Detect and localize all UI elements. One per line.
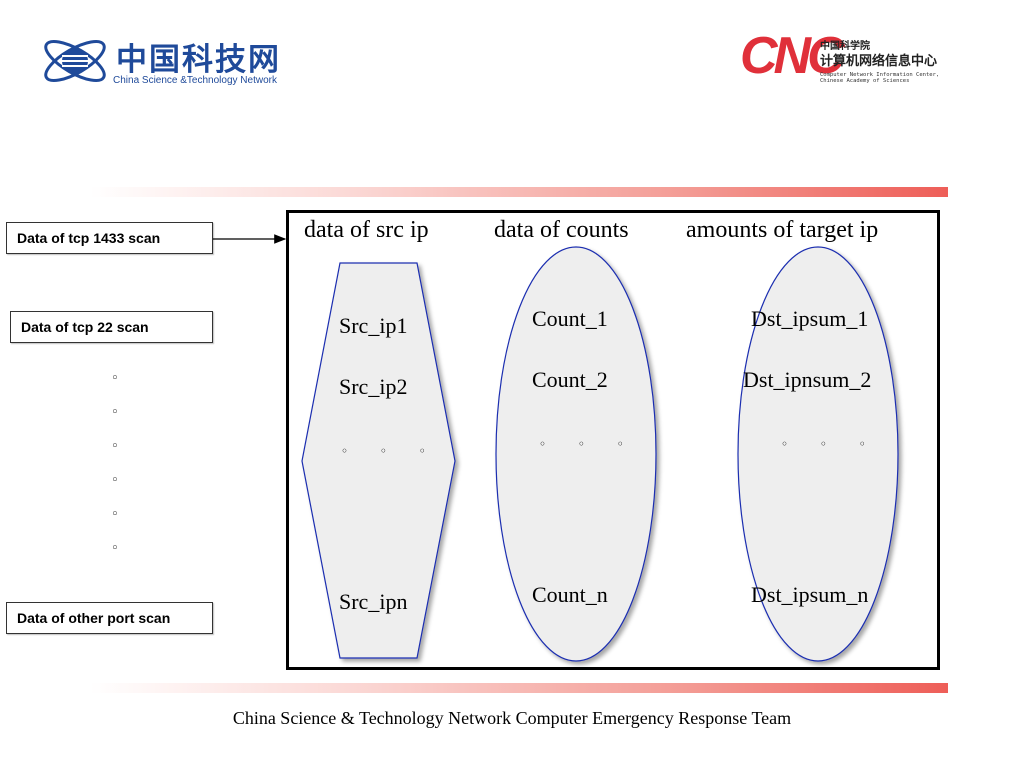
target-item: Dst_ipsum_1 [751, 306, 869, 331]
src-ip-last: Src_ipn [339, 589, 408, 614]
target-ellipsis: ◦ ◦ ◦ [781, 437, 880, 451]
other-port-label-text: Data of other port scan [17, 610, 171, 626]
continuation-dot: ◦ [111, 507, 119, 522]
counts-header: data of counts [494, 217, 629, 243]
tcp1433-label-box: Data of tcp 1433 scan [6, 222, 213, 254]
src-ip-hexagon [301, 262, 456, 659]
targets-header: amounts of target ip [686, 217, 879, 243]
tcp22-label-box: Data of tcp 22 scan [10, 311, 213, 343]
cnic-chinese-line1: 中国科学院 [820, 41, 870, 52]
src-ip-item: Src_ip2 [339, 374, 408, 399]
src-ip-item: Src_ip1 [339, 313, 408, 338]
count-last: Count_n [532, 582, 608, 607]
continuation-dot: ◦ [111, 405, 119, 420]
continuation-dot: ◦ [111, 439, 119, 454]
counts-ellipse [495, 246, 657, 662]
count-ellipsis: ◦ ◦ ◦ [539, 437, 638, 451]
other-port-label-box: Data of other port scan [6, 602, 213, 634]
diagram-frame [286, 210, 940, 670]
target-item: Dst_ipnsum_2 [743, 367, 872, 392]
count-item: Count_2 [532, 367, 608, 392]
tcp22-label-text: Data of tcp 22 scan [21, 319, 149, 335]
cnic-english-line1: Computer Network Information Center, [820, 72, 940, 78]
logo-english-name: China Science &Technology Network [113, 75, 277, 86]
target-last: Dst_ipsum_n [751, 582, 869, 607]
continuation-dot: ◦ [111, 371, 119, 386]
cnc-logo-mark: CNC [740, 27, 845, 85]
continuation-dot: ◦ [111, 541, 119, 556]
continuation-dot: ◦ [111, 473, 119, 488]
atom-globe-icon [44, 40, 106, 82]
cnic-chinese-line2: 计算机网络信息中心 [820, 54, 938, 69]
count-item: Count_1 [532, 306, 608, 331]
src-ip-ellipsis: ◦ ◦ ◦ [341, 444, 440, 458]
footer-text: China Science & Technology Network Compu… [232, 708, 792, 728]
src-ip-header: data of src ip [304, 217, 429, 243]
logo-chinese-name: 中国科技网 [116, 42, 281, 78]
cnic-english-line2: Chinese Academy of Sciences [820, 78, 910, 84]
bottom-divider-stripe [90, 683, 948, 693]
targets-ellipse [737, 246, 899, 662]
top-divider-stripe [90, 187, 948, 197]
tcp1433-label-text: Data of tcp 1433 scan [17, 230, 161, 246]
